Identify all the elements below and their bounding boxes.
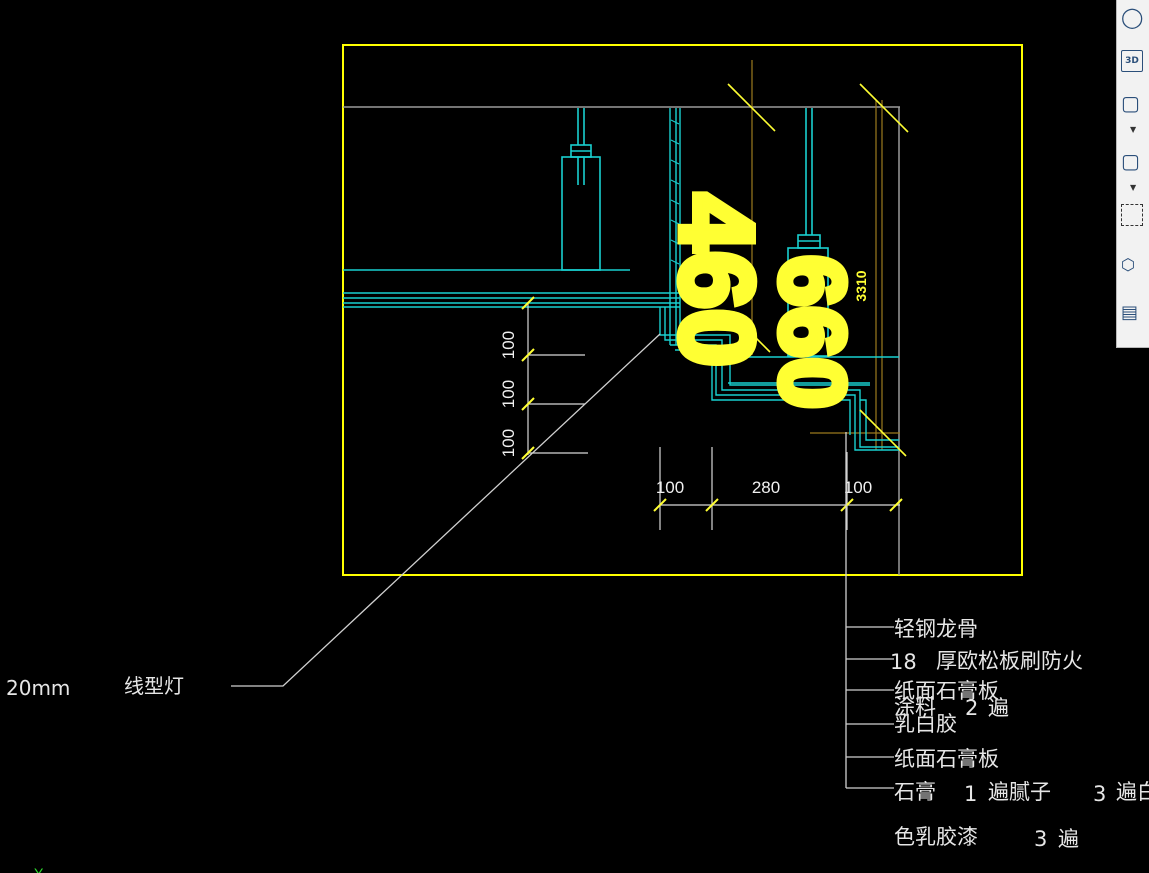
vert-dim-3: 100 xyxy=(499,429,518,457)
orbit-icon[interactable]: ◯ xyxy=(1121,5,1144,29)
small-dim-3310: 3310 xyxy=(853,270,869,301)
vert-dim-1: 100 xyxy=(499,331,518,359)
break-lines xyxy=(727,83,909,457)
big-dim-660: 660 xyxy=(761,255,863,409)
layer-osb-thickness: 18 xyxy=(890,650,917,674)
layer-osb: 厚欧松板刷防火 xyxy=(936,649,1083,673)
guide-lines xyxy=(751,60,900,450)
layer-putty: 遍腻子 xyxy=(988,780,1051,804)
view-cube-alt-dropdown-icon[interactable]: ▼ xyxy=(1130,183,1137,192)
horiz-dim-1: 100 xyxy=(656,478,684,497)
hanger-left xyxy=(561,108,601,271)
layer-coating: 涂料 xyxy=(894,695,936,719)
ucs-y-label: Y xyxy=(34,865,44,873)
viewport-frame xyxy=(342,44,1023,576)
big-dim-460: 460 xyxy=(658,193,774,367)
layer-putty-count: 1 xyxy=(964,782,977,806)
horiz-dim-3: 100 xyxy=(844,478,872,497)
layer-gypsum-1: 纸面石膏板 xyxy=(894,679,999,703)
layer-paint-count: 3 xyxy=(1093,782,1106,806)
horizontal-dimension xyxy=(659,447,900,530)
layer-coating-count: 2 xyxy=(965,696,978,720)
stepped-profile xyxy=(659,307,899,451)
vertical-dimension xyxy=(527,303,588,455)
layer-white-glue: 乳白胶 xyxy=(894,712,957,736)
lamp-leader xyxy=(231,333,661,687)
layer-gypsum-2: 纸面石膏板 xyxy=(894,747,999,771)
layer-paint-unit: 遍 xyxy=(1058,827,1079,851)
view-cube-alt-icon[interactable]: ▢ xyxy=(1121,149,1140,173)
vert-dim-2: 100 xyxy=(499,380,518,408)
layers-text: 轻钢龙骨 18 厚欧松板刷防火 纸面石膏板 涂料 2 遍 乳白胶 纸面石膏板 石… xyxy=(890,617,1149,851)
layer-paint-count-2: 3 xyxy=(1034,827,1047,851)
layer-plaster: 石膏 xyxy=(894,780,936,804)
hanger-right xyxy=(787,108,829,357)
horizontal-dimension-ticks xyxy=(653,498,903,512)
vertical-dimension-ticks xyxy=(521,296,535,460)
main-stud xyxy=(669,108,681,345)
lamp-label: 线型灯 xyxy=(124,674,184,698)
layer-keel: 轻钢龙骨 xyxy=(894,617,978,641)
properties-icon[interactable]: ▤ xyxy=(1121,302,1139,323)
layer-paint-prefix: 遍白 xyxy=(1116,780,1149,804)
dashed-region-icon[interactable] xyxy=(1121,204,1143,226)
layers-leader xyxy=(845,432,894,789)
left-scale-label: 20mm xyxy=(6,676,70,700)
layer-coating-unit: 遍 xyxy=(988,696,1009,720)
layer-paint: 色乳胶漆 xyxy=(894,825,978,849)
3d-view-icon[interactable]: 3D xyxy=(1121,50,1143,72)
view-toolbar: ◯ 3D ▢ ▼ ▢ ▼ ⬡ ▤ xyxy=(1116,0,1149,348)
ceiling-layers xyxy=(343,269,899,384)
view-cube-icon[interactable]: ▢ xyxy=(1121,91,1140,115)
view-cube-dropdown-icon[interactable]: ▼ xyxy=(1130,125,1137,134)
object-select-icon[interactable]: ⬡ xyxy=(1121,255,1135,274)
horiz-dim-2: 280 xyxy=(752,478,780,497)
stud-hatch xyxy=(670,119,680,265)
